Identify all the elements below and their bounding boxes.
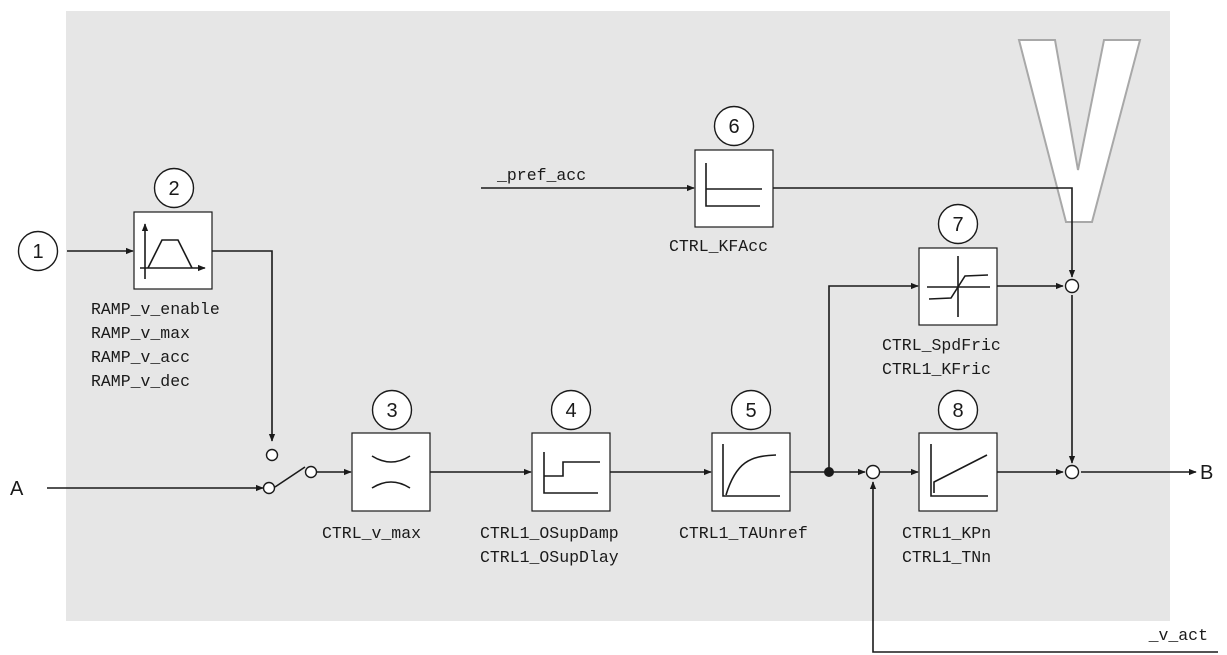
reference-filter-block: [711, 432, 791, 512]
svg-text:6: 6: [728, 116, 739, 138]
pi-param-label: CTRL1_TNn: [902, 548, 991, 567]
friction-param-label: CTRL1_KFric: [882, 360, 991, 379]
svg-text:5: 5: [745, 400, 756, 422]
branch-point-dot: [824, 467, 834, 477]
switch-upper-contact: [265, 448, 279, 462]
ramp-param-label: RAMP_v_max: [91, 324, 190, 343]
v-act-label: _v_act: [1148, 626, 1208, 645]
ramp-param-label: RAMP_v_dec: [91, 372, 190, 391]
overshoot-param-label: CTRL1_OSupDlay: [480, 548, 619, 567]
block6-output-connection: [773, 187, 1076, 278]
v-max-param-label: CTRL_v_max: [322, 524, 421, 543]
switch-blade: [274, 466, 306, 488]
feedback-summing-node: [865, 464, 881, 480]
step-icon: [705, 163, 762, 207]
step-response-icon: [543, 452, 600, 494]
svg-text:2: 2: [168, 178, 179, 200]
limiter-icon: [371, 455, 411, 489]
block-3-badge: 3: [371, 389, 413, 431]
input-a-label: A: [10, 478, 24, 500]
pi-param-label: CTRL1_KPn: [902, 524, 991, 543]
first-order-filter-icon: [722, 444, 780, 497]
ramp-param-label: RAMP_v_enable: [91, 300, 220, 319]
output-b-label: B: [1200, 462, 1213, 484]
switch-output-contact: [304, 465, 318, 479]
block-7-badge: 7: [937, 203, 979, 245]
svg-text:3: 3: [386, 400, 397, 422]
block-2-badge: 2: [153, 167, 195, 209]
overshoot-param-label: CTRL1_OSupDamp: [480, 524, 619, 543]
overshoot-suppression-block: [531, 432, 611, 512]
pi-controller-block: [918, 432, 998, 512]
ramp-param-label: RAMP_v_acc: [91, 348, 190, 367]
input-1-badge: 1: [17, 230, 59, 272]
feedforward-summing-node: [1064, 278, 1080, 294]
svg-text:8: 8: [952, 400, 963, 422]
output-summing-node: [1064, 464, 1080, 480]
pi-controller-icon: [930, 444, 988, 497]
friction-curve-icon: [927, 256, 990, 317]
v-act-feedback-connection: [869, 481, 1218, 653]
friction-compensation-block: [918, 247, 998, 326]
ramp-block: [133, 211, 213, 290]
reference-filter-param-label: CTRL1_TAUnref: [679, 524, 808, 543]
block-6-badge: 6: [713, 105, 755, 147]
pref-acc-label: _pref_acc: [496, 166, 586, 185]
svg-text:7: 7: [952, 214, 963, 236]
svg-text:4: 4: [565, 400, 576, 422]
block-4-badge: 4: [550, 389, 592, 431]
watermark-v-icon: [1017, 39, 1142, 223]
ramp-profile-icon: [140, 223, 206, 279]
svg-text:1: 1: [32, 241, 43, 263]
friction-branch-connection: [828, 282, 919, 472]
ramp-output-connection: [212, 250, 276, 442]
switch-lower-contact: [262, 481, 276, 495]
block-5-badge: 5: [730, 389, 772, 431]
friction-param-label: CTRL_SpdFric: [882, 336, 1001, 355]
block-8-badge: 8: [937, 389, 979, 431]
v-max-limit-block: [351, 432, 431, 512]
acceleration-feedforward-block: [694, 149, 774, 228]
acc-feedforward-param-label: CTRL_KFAcc: [669, 237, 768, 256]
